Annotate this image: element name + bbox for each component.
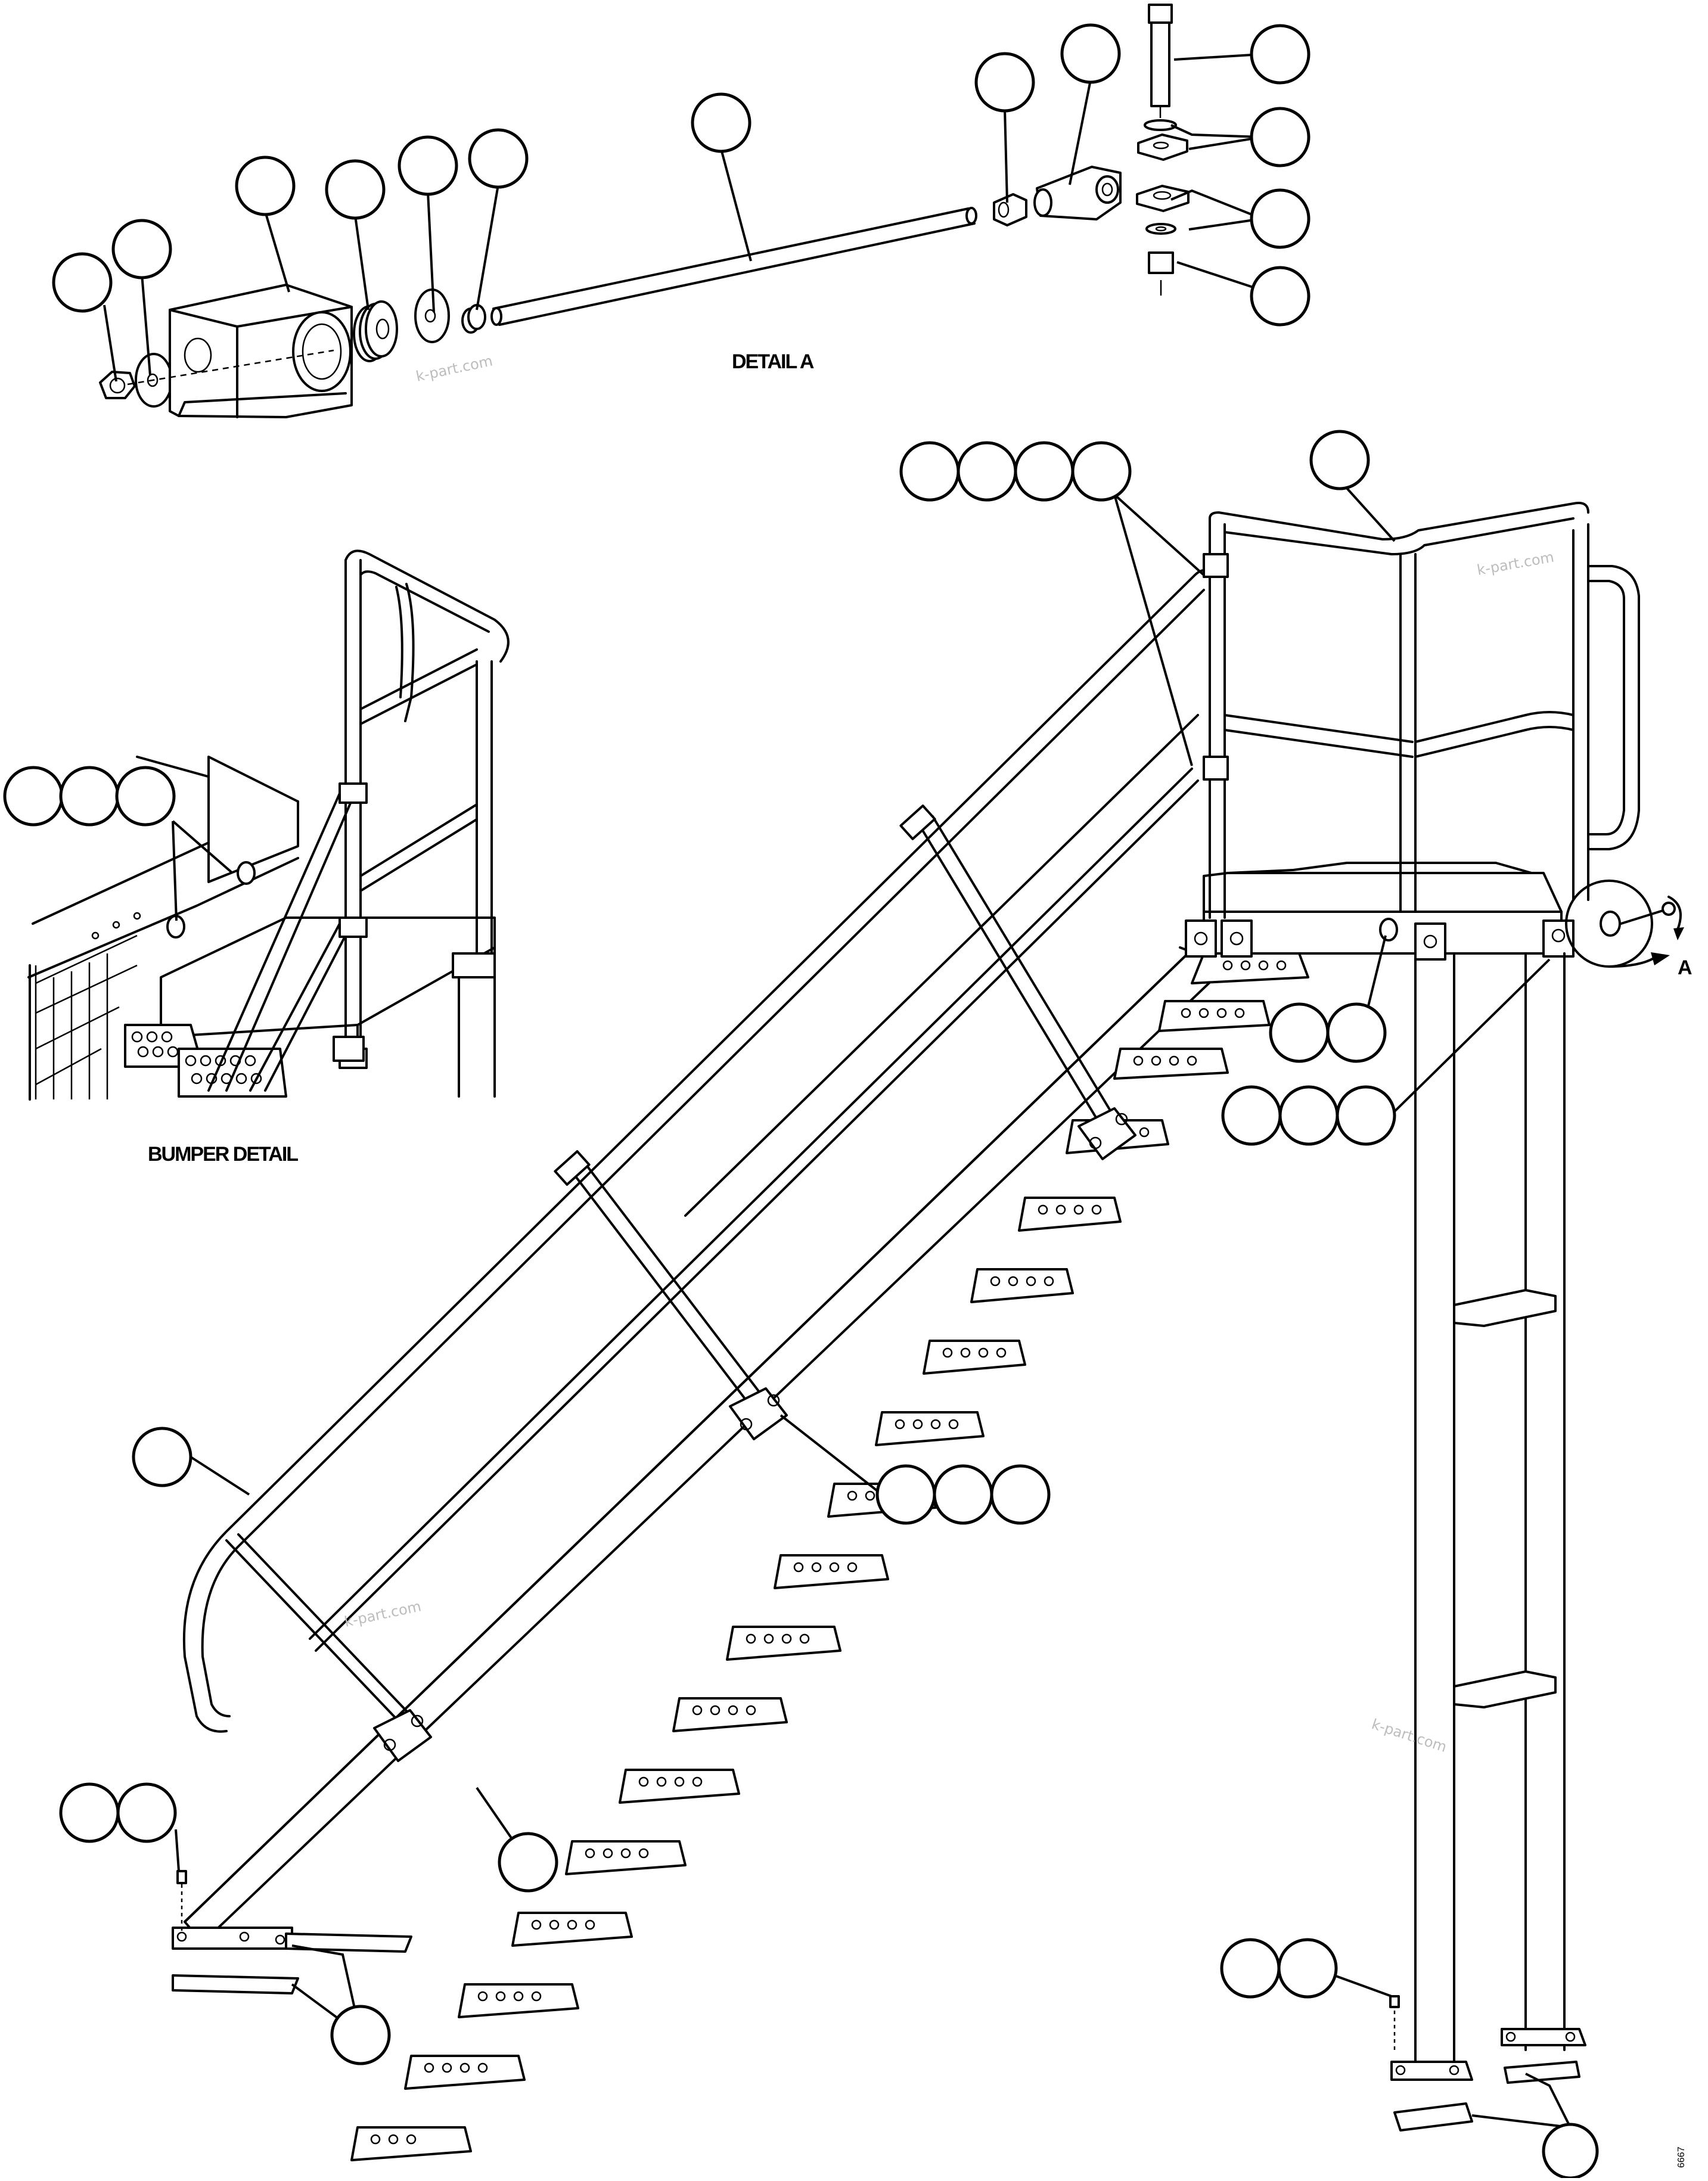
balloon-callout (498, 1832, 558, 1893)
stairway-assembly: A k-part.com k-part.com k-part.com 6667 (172, 502, 1693, 2168)
watermark: k-part.com (414, 352, 494, 385)
rubber-bushing-part (353, 300, 398, 362)
balloon-callout (1250, 188, 1310, 249)
bumper-detail-view: BUMPER DETAIL (27, 549, 510, 1166)
balloon-callout (3, 766, 64, 827)
balloon-callout (59, 1782, 120, 1843)
balloon-callout (1250, 266, 1310, 327)
balloon-callout (132, 1427, 192, 1487)
balloon-callout (899, 441, 960, 502)
balloon-callout (691, 92, 751, 153)
detail-a-marker: A (1565, 880, 1693, 979)
balloon-callout (1326, 1002, 1387, 1063)
handrail-clamp (729, 1387, 788, 1440)
nut-part (99, 371, 136, 399)
balloon-callout (933, 1464, 993, 1525)
balloon-callout (1221, 1085, 1282, 1146)
support-legs (1389, 952, 1586, 2132)
stair-handrail (182, 568, 1217, 1762)
tread-perforations (370, 960, 1287, 2145)
balloon-callout (1278, 1085, 1339, 1146)
balloon-callout (59, 766, 120, 827)
view-marker-a: A (1678, 956, 1692, 979)
balloon-callout (1277, 1938, 1338, 1999)
balloon-callout (1220, 1938, 1281, 1999)
bumper-bracket-part (169, 284, 353, 418)
balloon-callout (235, 156, 296, 216)
detail-a-exploded-view: DETAIL A k-part.com (99, 4, 1190, 418)
balloon-callout (1060, 23, 1121, 84)
balloon-callout (1309, 430, 1370, 490)
balloon-callout (115, 766, 176, 827)
bolt-stack-part (1136, 4, 1190, 296)
balloon-callout (1336, 1085, 1396, 1146)
stair-treads (350, 952, 1309, 2161)
balloon-callout (1071, 441, 1132, 502)
rod-part (490, 207, 977, 326)
watermark: k-part.com (1369, 1716, 1449, 1756)
balloon-callout (1250, 107, 1310, 167)
balloon-callout (957, 441, 1017, 502)
bumper-detail-label: BUMPER DETAIL (148, 1143, 298, 1166)
balloon-callout (111, 219, 172, 279)
balloon-callout (52, 252, 113, 313)
balloon-callout (1542, 2123, 1599, 2180)
drawing-number: 6667 (1676, 2146, 1687, 2168)
handrail-clamp (1077, 1107, 1136, 1160)
balloon-callout (1250, 24, 1310, 85)
spacer-part (461, 304, 486, 334)
balloon-callout (116, 1782, 177, 1843)
balloon-callout (1014, 441, 1075, 502)
balloon-callout (875, 1464, 936, 1525)
top-platform (1185, 502, 1640, 961)
item-balloons (3, 23, 1599, 2180)
balloon-callout (468, 128, 529, 189)
detail-a-label: DETAIL A (732, 350, 814, 373)
balloon-callout (1269, 1002, 1330, 1063)
stair-base-plate (172, 1870, 412, 1994)
rod-end-part (1033, 166, 1122, 220)
balloon-callout (325, 159, 386, 220)
balloon-callout (974, 52, 1035, 113)
watermark: k-part.com (1476, 549, 1555, 579)
handrail-clamp (373, 1709, 432, 1762)
balloon-callout (398, 135, 458, 196)
watermark: k-part.com (343, 1598, 423, 1630)
balloon-callout (330, 2005, 391, 2065)
balloon-callout (990, 1464, 1051, 1525)
jam-nut-part (993, 193, 1027, 226)
